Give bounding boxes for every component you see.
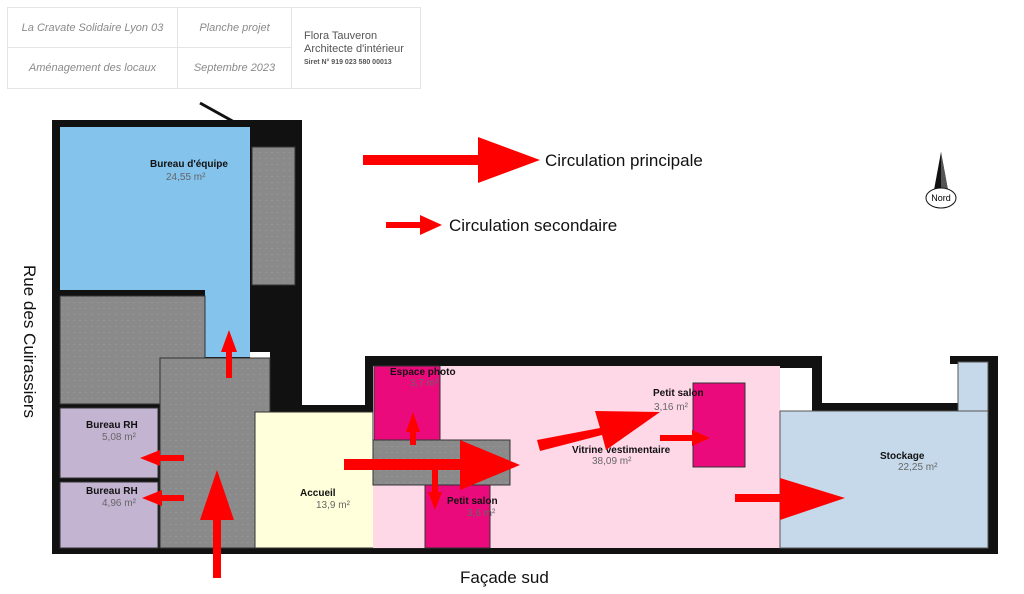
architect-info: Flora Tauveron Architecte d'intérieur Si… xyxy=(304,30,404,69)
secondary-arrow xyxy=(221,330,237,378)
label-bureau-rh-2: Bureau RH xyxy=(86,486,138,497)
sheet-type: Planche projet xyxy=(178,8,292,48)
grey-zone xyxy=(251,146,296,286)
legend-secondary-label: Circulation secondaire xyxy=(449,216,617,235)
label-petit-salon-2: Petit salon xyxy=(653,388,704,399)
street-west: Rue des Cuirassiers xyxy=(20,265,39,418)
secondary-arrow xyxy=(406,412,420,445)
area-bureau-rh-1: 5,08 m² xyxy=(102,432,137,443)
circulation-arrows xyxy=(140,137,845,578)
street-south: Façade sud xyxy=(460,568,549,587)
room-petit-salon-2 xyxy=(692,382,746,468)
room-espace-photo xyxy=(373,365,441,442)
area-bureau-equipe: 24,55 m² xyxy=(166,172,206,183)
area-petit-salon-2: 3,16 m² xyxy=(654,402,689,413)
primary-arrow xyxy=(200,470,234,578)
label-bureau-rh-1: Bureau RH xyxy=(86,420,138,431)
area-stockage: 22,25 m² xyxy=(898,462,938,473)
title-block: La Cravate Solidaire Lyon 03 Planche pro… xyxy=(7,7,421,89)
architect-title: Architecte d'intérieur xyxy=(304,43,404,55)
label-vitrine: Vitrine vestimentaire xyxy=(572,445,671,456)
siret: Siret N° 919 023 580 00013 xyxy=(304,59,392,66)
label-accueil: Accueil xyxy=(300,488,336,499)
area-accueil: 13,9 m² xyxy=(316,500,351,511)
secondary-arrow xyxy=(140,450,184,466)
room-bureau-equipe xyxy=(60,127,250,290)
area-espace-photo: 3,7 m² xyxy=(410,378,439,389)
label-espace-photo: Espace photo xyxy=(390,367,456,378)
room-bureau-rh-1 xyxy=(59,407,159,479)
secondary-arrow xyxy=(660,430,710,446)
north-label: Nord xyxy=(931,193,951,203)
legend-primary-label: Circulation principale xyxy=(545,151,703,170)
area-vitrine: 38,09 m² xyxy=(592,456,632,467)
project-subject: Aménagement des locaux xyxy=(8,48,178,88)
secondary-arrow xyxy=(428,462,442,510)
project-date: Septembre 2023 xyxy=(178,48,292,88)
legend-secondary-arrow xyxy=(386,215,442,235)
north-icon xyxy=(925,152,957,209)
primary-arrow xyxy=(537,411,660,451)
label-stockage: Stockage xyxy=(880,451,925,462)
project-name: La Cravate Solidaire Lyon 03 xyxy=(8,8,178,48)
label-bureau-equipe: Bureau d'équipe xyxy=(150,159,228,170)
primary-arrow xyxy=(735,478,845,520)
room-bureau-rh-2 xyxy=(59,481,159,549)
label-petit-salon-1: Petit salon xyxy=(447,496,498,507)
secondary-arrow xyxy=(142,490,184,506)
area-bureau-rh-2: 4,96 m² xyxy=(102,498,137,509)
architect-name: Flora Tauveron xyxy=(304,30,378,42)
legend-primary-arrow xyxy=(363,137,540,183)
area-petit-salon-1: 3,6 m² xyxy=(467,508,496,519)
